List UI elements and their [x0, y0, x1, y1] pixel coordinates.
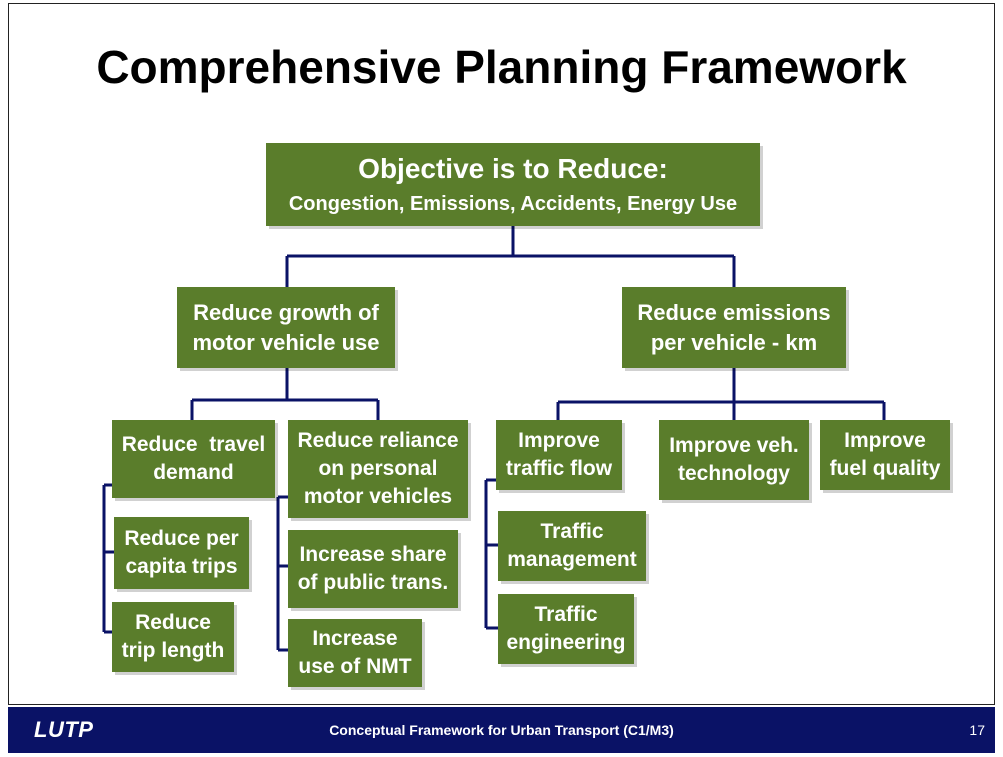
reduce-reliance-line1: Reduce reliance [297, 429, 459, 453]
reduce-growth-line1: Reduce growth of [193, 300, 379, 326]
footer-bar: LUTP Conceptual Framework for Urban Tran… [8, 707, 995, 753]
reduce-travel-demand-line2: demand [153, 461, 234, 484]
objective-box: Objective is to Reduce: Congestion, Emis… [266, 143, 760, 226]
increase-nmt-line2: use of NMT [298, 655, 412, 678]
reduce-trip-length-box: Reduce trip length [112, 602, 234, 672]
page-number: 17 [969, 722, 985, 738]
reduce-reliance-line2: on personal [318, 457, 438, 481]
improve-veh-technology-box: Improve veh. technology [659, 420, 809, 500]
traffic-engineering-line1: Traffic [534, 603, 598, 627]
reduce-growth-box: Reduce growth of motor vehicle use [177, 287, 395, 368]
improve-veh-technology-line1: Improve veh. [669, 434, 799, 458]
increase-nmt-box: Increase use of NMT [288, 619, 422, 687]
reduce-emissions-line1: Reduce emissions [637, 300, 831, 326]
reduce-travel-demand-line1: Reduce travel [121, 433, 266, 457]
objective-subheading: Congestion, Emissions, Accidents, Energy… [288, 193, 738, 216]
objective-heading: Objective is to Reduce: [358, 152, 668, 184]
reduce-emissions-line2: per vehicle - km [650, 329, 818, 355]
reduce-growth-line2: motor vehicle use [192, 329, 380, 355]
reduce-travel-demand-box: Reduce travel demand [112, 420, 275, 498]
increase-nmt-line1: Increase [312, 627, 398, 651]
reduce-trip-length-line1: Reduce [135, 611, 211, 635]
reduce-trip-length-line2: trip length [121, 639, 225, 662]
reduce-emissions-box: Reduce emissions per vehicle - km [622, 287, 846, 368]
traffic-engineering-line2: engineering [506, 631, 626, 654]
reduce-per-capita-box: Reduce per capita trips [114, 517, 249, 589]
increase-public-trans-box: Increase share of public trans. [288, 530, 458, 608]
lutp-logo: LUTP [34, 717, 94, 742]
improve-traffic-flow-box: Improve traffic flow [496, 420, 622, 490]
improve-traffic-flow-line1: Improve [518, 429, 600, 453]
traffic-management-line2: management [507, 548, 637, 571]
reduce-per-capita-line2: capita trips [125, 555, 238, 578]
footer-text: Conceptual Framework for Urban Transport… [329, 722, 674, 738]
traffic-management-box: Traffic management [498, 511, 646, 581]
increase-public-trans-line1: Increase share [299, 543, 447, 567]
improve-fuel-quality-line1: Improve [844, 429, 926, 453]
improve-traffic-flow-line2: traffic flow [505, 457, 613, 480]
slide-title: Comprehensive Planning Framework [96, 41, 907, 93]
traffic-management-line1: Traffic [540, 520, 604, 544]
reduce-reliance-line3: motor vehicles [303, 484, 453, 508]
increase-public-trans-line2: of public trans. [297, 571, 449, 594]
improve-veh-technology-line2: technology [677, 462, 790, 485]
improve-fuel-quality-box: Improve fuel quality [820, 420, 950, 490]
traffic-engineering-box: Traffic engineering [498, 594, 634, 664]
reduce-reliance-box: Reduce reliance on personal motor vehicl… [288, 420, 468, 518]
improve-fuel-quality-line2: fuel quality [829, 457, 941, 480]
reduce-per-capita-line1: Reduce per [124, 527, 239, 551]
